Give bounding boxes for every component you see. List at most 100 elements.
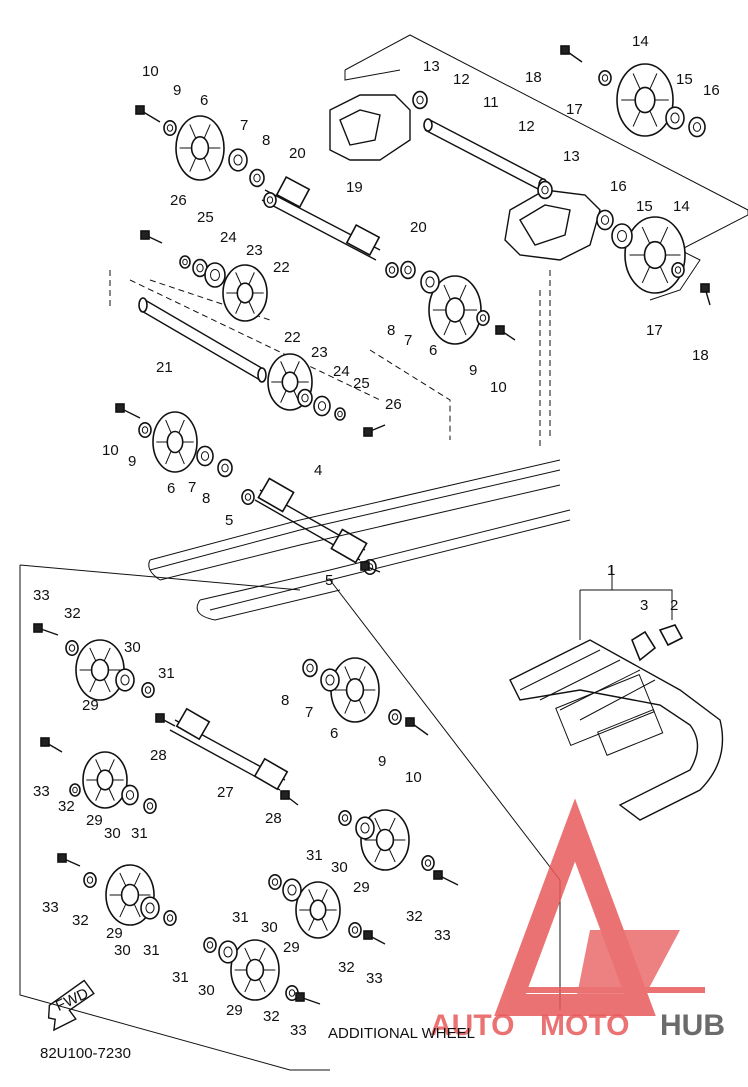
wheel-spoke xyxy=(178,450,185,465)
wheel-spoke xyxy=(248,301,255,314)
wheel-spoke xyxy=(641,266,651,284)
part-code: 82U100-7230 xyxy=(40,1045,131,1062)
wheel-spoke xyxy=(108,788,115,801)
callout-30b: 30 xyxy=(104,825,121,842)
washer-hole-47 xyxy=(244,493,252,501)
washer-hole-9 xyxy=(479,314,487,322)
washer-hole-16 xyxy=(601,74,609,82)
callout-30c: 30 xyxy=(114,942,131,959)
washer-hole-12 xyxy=(141,426,149,434)
washer-hole-34 xyxy=(341,814,349,822)
wheel-spoke xyxy=(659,226,669,244)
callout-31b: 31 xyxy=(131,825,148,842)
washer-44 xyxy=(537,180,553,200)
wheel-spoke xyxy=(308,918,315,931)
wheel-spoke xyxy=(165,450,172,465)
wheel-spoke xyxy=(244,978,252,993)
wheel-hub-6 xyxy=(643,240,667,270)
upper-bracket-right xyxy=(504,189,601,261)
bolt-head-16 xyxy=(280,790,290,800)
wheel-spoke xyxy=(659,266,669,284)
washer-hole-43 xyxy=(416,95,424,105)
callout-33e: 33 xyxy=(366,970,383,987)
shaft-21 xyxy=(138,297,267,383)
callout-18b: 18 xyxy=(692,347,709,364)
washer-hole-18 xyxy=(692,122,702,132)
wheel-spoke xyxy=(641,226,651,244)
track-assembly xyxy=(509,565,724,821)
wheel-spoke xyxy=(244,947,252,962)
callout-17b: 17 xyxy=(646,322,663,339)
wheel-hub-5 xyxy=(634,86,656,114)
callout-27: 27 xyxy=(217,784,234,801)
callout-10d: 10 xyxy=(405,769,422,786)
washer-22 xyxy=(297,388,313,408)
washer-hole-13 xyxy=(306,663,314,673)
callout-23a: 23 xyxy=(246,242,263,259)
callout-6c: 6 xyxy=(167,480,175,497)
washer-hole-31 xyxy=(86,876,94,884)
callout-30e: 30 xyxy=(261,919,278,936)
washer-hole-36 xyxy=(271,878,279,886)
wheel-spoke xyxy=(203,157,211,172)
wheel-hub-1 xyxy=(190,136,210,161)
callout-29b: 29 xyxy=(86,812,103,829)
washer-24 xyxy=(334,407,346,421)
washer-12 xyxy=(138,421,152,438)
callout-19: 19 xyxy=(346,179,363,196)
wheel-spoke xyxy=(280,390,287,403)
washer-hole-20 xyxy=(617,230,627,242)
callout-26a: 26 xyxy=(170,192,187,209)
bolt-head-2 xyxy=(495,325,505,335)
washer-29 xyxy=(121,784,139,806)
washer-36 xyxy=(268,873,282,890)
callout-8c: 8 xyxy=(202,490,210,507)
watermark-hub: HUB xyxy=(660,1009,725,1042)
wheel-hub-3 xyxy=(166,430,184,454)
washer-38 xyxy=(203,936,217,953)
callout-10c: 10 xyxy=(102,442,119,459)
wheel-hub-11 xyxy=(120,883,140,907)
callout-9d: 9 xyxy=(378,753,386,770)
wheel-spoke xyxy=(374,848,382,863)
callout-7a: 7 xyxy=(240,117,248,134)
wheel-spoke xyxy=(388,817,396,832)
washer-hole-46 xyxy=(266,196,274,204)
bolt-head-7 xyxy=(140,230,150,240)
wheel-spoke xyxy=(280,361,287,374)
wheel-spoke xyxy=(293,361,300,374)
callout-22a: 22 xyxy=(273,259,290,276)
washer-hole-26 xyxy=(120,674,130,686)
wheel-spoke xyxy=(133,903,141,918)
bolt-head-11 xyxy=(57,853,67,863)
callout-13a: 13 xyxy=(423,58,440,75)
wheel-spoke xyxy=(258,947,266,962)
wheel-hub-9 xyxy=(90,658,110,682)
callout-6d: 6 xyxy=(330,725,338,742)
callout-29e: 29 xyxy=(283,939,300,956)
wheel-spoke xyxy=(459,284,467,300)
wheel-spoke xyxy=(321,918,328,931)
callout-33c: 33 xyxy=(42,899,59,916)
washer-43 xyxy=(412,90,428,110)
callout-9a: 9 xyxy=(173,82,181,99)
wheel-spoke xyxy=(95,759,102,772)
wheel-spoke xyxy=(344,666,352,681)
callout-7c: 7 xyxy=(188,479,196,496)
wheel-hub-2 xyxy=(445,297,465,323)
wheel-spoke xyxy=(189,157,197,172)
callout-32e: 32 xyxy=(338,959,355,976)
washer-hole-45 xyxy=(388,266,396,274)
callout-20b: 20 xyxy=(410,219,427,236)
callout-13b: 13 xyxy=(563,148,580,165)
wheel-parts xyxy=(33,45,711,1005)
wheel-spoke xyxy=(358,699,366,714)
washer-10 xyxy=(196,445,214,467)
washer-hole-5 xyxy=(196,263,204,273)
wheel-hub-13 xyxy=(309,899,327,921)
washer-45 xyxy=(385,261,399,278)
bolt-head-3 xyxy=(115,403,125,413)
callout-11: 11 xyxy=(483,94,499,111)
bolt-head-1 xyxy=(135,105,145,115)
washer-8 xyxy=(400,260,416,280)
